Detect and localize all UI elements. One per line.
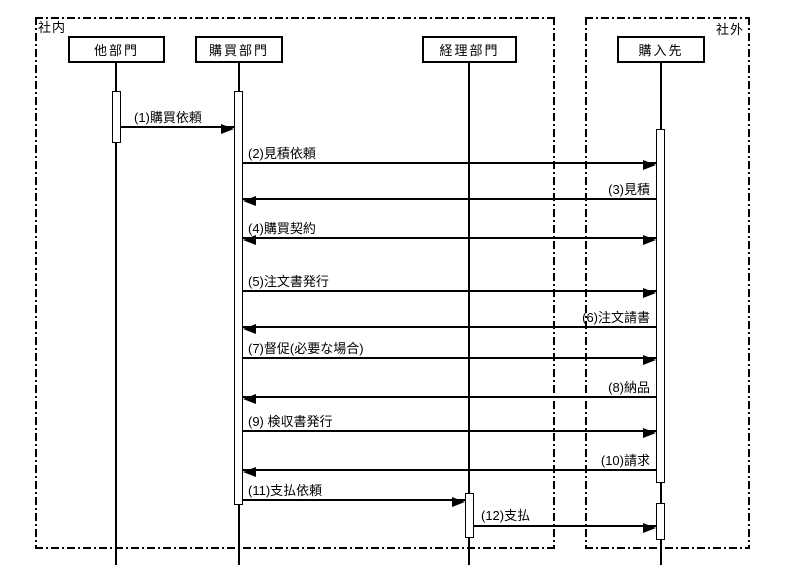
frame-internal-bottom-edge (35, 547, 555, 549)
actor-box-purchasing-dept: 購買部門 (195, 36, 283, 63)
arrowhead-left-icon (243, 196, 256, 206)
frame-internal-right-edge (553, 17, 555, 549)
activation-purchasing-dept (234, 91, 243, 505)
activation-other-dept (112, 91, 121, 143)
message-label-7: (7)督促(必要な場合) (248, 341, 364, 356)
arrowhead-right-icon (643, 523, 656, 533)
message-label-6: (6)注文請書 (582, 310, 650, 325)
message-arrow-11 (243, 497, 465, 507)
actor-label-accounting-dept: 経理部門 (439, 43, 500, 58)
frame-external-right-edge (748, 17, 750, 549)
message-arrow-4 (243, 235, 656, 245)
arrowhead-right-icon (221, 124, 234, 134)
message-arrow-7 (243, 355, 656, 365)
message-arrow-2 (243, 160, 656, 170)
actor-box-accounting-dept: 経理部門 (422, 36, 517, 63)
actor-label-supplier: 購入先 (638, 43, 684, 58)
message-label-9: (9) 検収書発行 (248, 414, 333, 429)
arrowhead-right-icon (643, 160, 656, 170)
frame-internal-label: 社内 (38, 20, 67, 35)
actor-box-supplier: 購入先 (617, 36, 705, 63)
arrowhead-right-icon (643, 355, 656, 365)
frame-external-top-edge (585, 17, 750, 19)
message-label-5: (5)注文書発行 (248, 274, 329, 289)
activation-accounting-dept (465, 493, 474, 538)
arrowhead-right-icon (643, 428, 656, 438)
message-label-3: (3)見積 (608, 182, 650, 197)
message-label-10: (10)請求 (600, 453, 650, 468)
frame-external-left-edge (585, 17, 587, 549)
actor-label-purchasing-dept: 購買部門 (208, 43, 269, 58)
actor-box-other-dept: 他部門 (68, 36, 165, 63)
arrowhead-right-icon (643, 235, 656, 245)
frame-internal-left-edge (35, 17, 37, 549)
arrowhead-left-icon (243, 467, 256, 477)
arrowhead-right-icon (643, 288, 656, 298)
arrowhead-right-icon (452, 497, 465, 507)
message-label-2: (2)見積依頼 (248, 146, 316, 161)
message-arrow-9 (243, 428, 656, 438)
message-arrow-1 (121, 124, 234, 134)
frame-internal-top-edge (35, 17, 555, 19)
activation-supplier-2 (656, 503, 665, 540)
message-arrow-12 (474, 523, 656, 533)
frame-internal: 社内 (35, 17, 555, 549)
message-label-4: (4)購買契約 (248, 221, 316, 236)
frame-external: 社外 (585, 17, 750, 549)
arrowhead-left-icon (243, 394, 256, 404)
frame-external-bottom-edge (585, 547, 750, 549)
message-label-12: (12)支払 (481, 508, 531, 523)
message-label-11: (11)支払依頼 (248, 483, 323, 498)
message-arrow-5 (243, 288, 656, 298)
arrowhead-left-icon (243, 324, 256, 334)
lifeline-other-dept (115, 59, 117, 565)
message-label-8: (8)納品 (608, 380, 650, 395)
message-label-1: (1)購買依頼 (134, 110, 202, 125)
lifeline-accounting-dept (468, 59, 470, 565)
message-arrow-10 (243, 467, 656, 477)
frame-external-label: 社外 (715, 22, 744, 37)
arrowhead-left-icon (243, 235, 256, 245)
actor-label-other-dept: 他部門 (93, 43, 139, 58)
message-arrow-3 (243, 196, 656, 206)
message-arrow-8 (243, 394, 656, 404)
message-arrow-6 (243, 324, 656, 334)
activation-supplier-1 (656, 129, 665, 483)
